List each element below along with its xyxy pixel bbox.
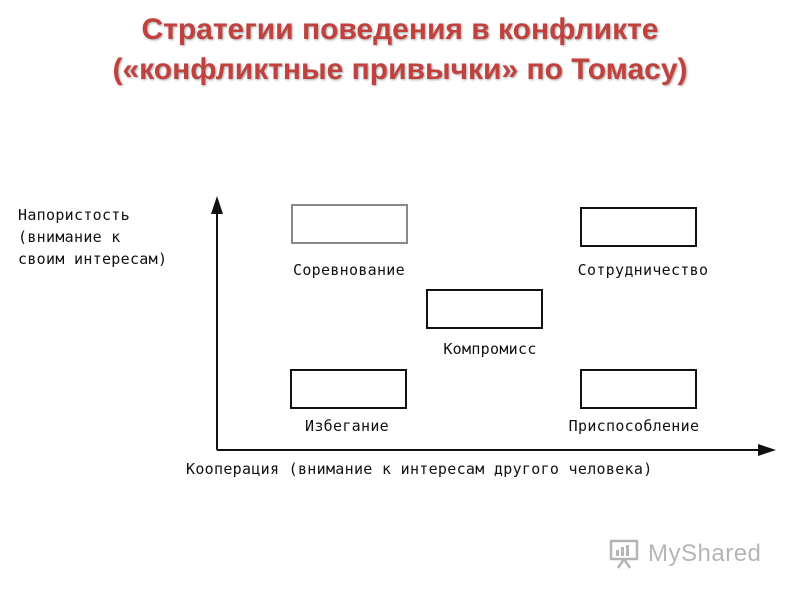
collaboration-box [580, 207, 697, 247]
title-line-2: («конфликтные привычки» по Томасу) [112, 53, 688, 86]
y-axis-label-line-3: своим интересам) [18, 250, 167, 268]
competition-label: Соревнование [293, 261, 405, 279]
presentation-board-icon [609, 539, 639, 569]
collaboration-label: Сотрудничество [578, 261, 709, 279]
avoidance-label: Избегание [305, 417, 389, 435]
competition-box [291, 204, 408, 244]
avoidance-box [290, 369, 407, 409]
y-axis-label-line-2: (внимание к [18, 228, 121, 246]
title-line-1: Стратегии поведения в конфликте [141, 13, 659, 46]
accommodation-box [580, 369, 697, 409]
watermark-text: MyShared [648, 540, 762, 567]
y-axis-arrow [211, 196, 223, 214]
x-axis-label: Кооперация (внимание к интересам другого… [186, 460, 653, 478]
compromise-label: Компромисс [443, 340, 536, 358]
watermark: MyShared [608, 536, 761, 572]
y-axis-label-line-1: Напористость [18, 206, 130, 224]
slide-title: Стратегии поведения в конфликте («конфли… [0, 10, 800, 90]
accommodation-label: Приспособление [569, 417, 700, 435]
compromise-box [426, 289, 543, 329]
x-axis-arrow [758, 444, 776, 456]
